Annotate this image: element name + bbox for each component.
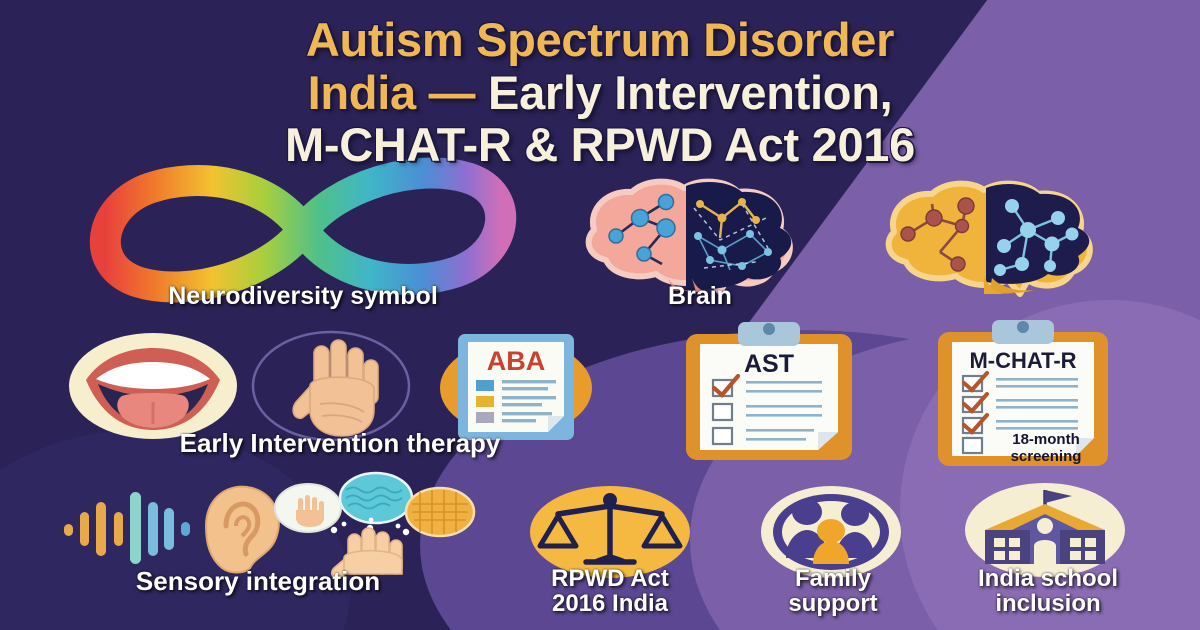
ast-checkbox-row-1 <box>711 373 822 398</box>
infinity-rainbow-icon <box>78 157 528 303</box>
texture-bubbles-icon <box>274 471 476 538</box>
mchat-screening-label: 18-month screening <box>1010 431 1082 465</box>
title-line-1: Autism Spectrum Disorder <box>305 13 895 66</box>
mchat-checkbox-row-1 <box>961 371 1078 393</box>
mchat-checkbox-row-4 <box>961 436 984 455</box>
page-title: Autism Spectrum Disorder India — Early I… <box>0 13 1200 172</box>
brain-network-icon <box>570 178 830 295</box>
sound-wave-icon <box>64 492 190 564</box>
ast-checkbox-row-2 <box>711 402 822 422</box>
ear-icon <box>204 485 280 574</box>
mchat-clipboard-heading: M-CHAT-R <box>969 348 1076 373</box>
speech-therapy-mouth-icon <box>68 332 238 440</box>
mchat-clipboard-icon: M-CHAT-R <box>932 318 1114 468</box>
caption-family: Family support <box>788 565 878 618</box>
title-line-2: India — Early Intervention, <box>0 65 1200 120</box>
ast-checkbox-row-3 <box>711 426 814 446</box>
caption-rpwd: RPWD Act 2016 India <box>551 565 669 618</box>
caption-school: India school inclusion <box>977 565 1118 618</box>
title-line-2-cream: Early Intervention, <box>488 65 893 119</box>
sensory-group-icon <box>58 471 476 580</box>
scales-of-justice-icon <box>524 486 696 578</box>
caption-neurodiversity: Neurodiversity symbol <box>168 282 438 310</box>
brain-network-gold-icon <box>872 180 1122 297</box>
caption-sensory: Sensory integration <box>135 566 381 596</box>
mchat-checkbox-row-2 <box>961 392 1078 414</box>
mchat-checkbox-row-3 <box>961 413 1078 435</box>
title-line-3: M-CHAT-R & RPWD Act 2016 <box>285 118 915 172</box>
aba-card-label: ABA <box>487 346 546 376</box>
caption-therapy: Early Intervention therapy <box>179 428 501 458</box>
occupational-therapy-hand-icon <box>251 330 411 442</box>
tactile-hand-icon <box>331 527 403 580</box>
family-group-icon <box>756 486 906 578</box>
aba-card-icon: ABA <box>432 328 600 446</box>
title-line-2-gold: India — <box>307 65 489 119</box>
school-building-icon <box>960 482 1130 578</box>
ast-clipboard-heading: AST <box>744 350 794 378</box>
caption-brain: Brain <box>668 282 732 310</box>
ast-clipboard-icon: AST <box>680 320 858 462</box>
